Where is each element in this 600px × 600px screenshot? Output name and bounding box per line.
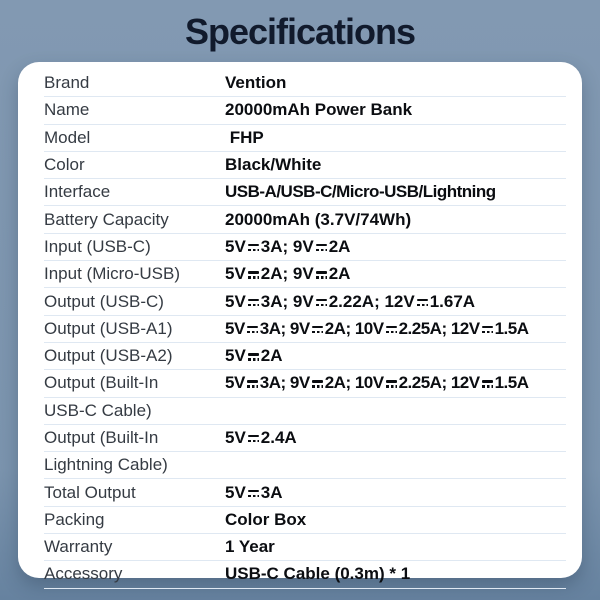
spec-label: Input (USB-C) xyxy=(44,236,151,256)
spec-value: Vention xyxy=(225,73,287,93)
spec-label: Interface xyxy=(44,182,111,202)
dc-symbol-icon xyxy=(385,378,398,389)
table-row: Battery Capacity 20000mAh (3.7V/74Wh) xyxy=(44,206,566,234)
dc-symbol-icon xyxy=(246,324,259,335)
table-row: Color Black/White xyxy=(44,152,566,180)
dc-symbol-icon xyxy=(311,378,324,389)
dc-symbol-icon xyxy=(481,324,494,335)
dc-symbol-icon xyxy=(315,242,328,253)
table-row: Interface USB-A/USB-C/Micro-USB/Lightnin… xyxy=(44,179,566,207)
spec-label: Warranty xyxy=(44,537,113,557)
dc-symbol-icon xyxy=(311,324,324,335)
table-row: USB-C Cable) xyxy=(44,398,566,425)
spec-label: Output (Built-In xyxy=(44,428,159,447)
spec-label: Accessory xyxy=(44,564,123,584)
spec-label: USB-C Cable) xyxy=(44,400,152,420)
dc-symbol-icon xyxy=(247,488,260,499)
spec-value: Color Box xyxy=(225,509,307,529)
spec-label: Battery Capacity xyxy=(44,209,169,229)
spec-label: Name xyxy=(44,100,90,120)
dc-symbol-icon xyxy=(481,378,494,389)
table-row: Lightning Cable) xyxy=(44,452,566,480)
spec-table: Brand Vention Name 20000mAh Power Bank M… xyxy=(44,70,566,589)
page-title: Specifications xyxy=(184,11,416,52)
spec-label: Output (USB-C) xyxy=(44,291,164,311)
dc-symbol-icon xyxy=(247,269,260,280)
table-row: Packing Color Box xyxy=(44,507,566,535)
spec-value: 1 Year xyxy=(225,537,275,557)
dc-symbol-icon xyxy=(247,297,260,308)
dc-symbol-icon xyxy=(247,433,260,444)
spec-label: Brand xyxy=(44,73,90,93)
table-row: Warranty 1 Year xyxy=(44,534,566,562)
spec-label: Output (USB-A1) xyxy=(44,318,173,338)
spec-label: Input (Micro-USB) xyxy=(44,264,181,284)
dc-symbol-icon xyxy=(247,351,260,362)
dc-symbol-icon xyxy=(247,242,260,253)
dc-symbol-icon xyxy=(246,378,259,389)
table-row: Model FHP xyxy=(44,125,566,152)
spec-value: USB-A/USB-C/Micro-USB/Lightning xyxy=(225,182,496,202)
spec-label: Total Output xyxy=(44,482,136,502)
spec-label: Color xyxy=(44,155,85,175)
dc-symbol-icon xyxy=(385,324,398,335)
dc-symbol-icon xyxy=(315,297,328,308)
spec-label: Packing xyxy=(44,509,105,529)
spec-value: 20000mAh Power Bank xyxy=(225,100,413,120)
dc-symbol-icon xyxy=(416,297,429,308)
table-row: Name 20000mAh Power Bank xyxy=(44,97,566,125)
spec-label: Output (USB-A2) xyxy=(44,346,173,366)
spec-value: USB-C Cable (0.3m) * 1 xyxy=(225,564,411,584)
spec-card: Brand Vention Name 20000mAh Power Bank M… xyxy=(18,62,582,589)
spec-label: Model xyxy=(44,127,91,147)
spec-label: Lightning Cable) xyxy=(44,455,168,475)
spec-label: Output (Built-In xyxy=(44,373,159,393)
table-row: Accessory USB-C Cable (0.3m) * 1 xyxy=(44,561,566,589)
spec-value: Black/White xyxy=(225,155,322,175)
table-row: Brand Vention xyxy=(44,70,566,98)
dc-symbol-icon xyxy=(315,269,328,280)
spec-value: 20000mAh (3.7V/74Wh) xyxy=(225,209,412,229)
spec-value: FHP xyxy=(225,127,264,147)
